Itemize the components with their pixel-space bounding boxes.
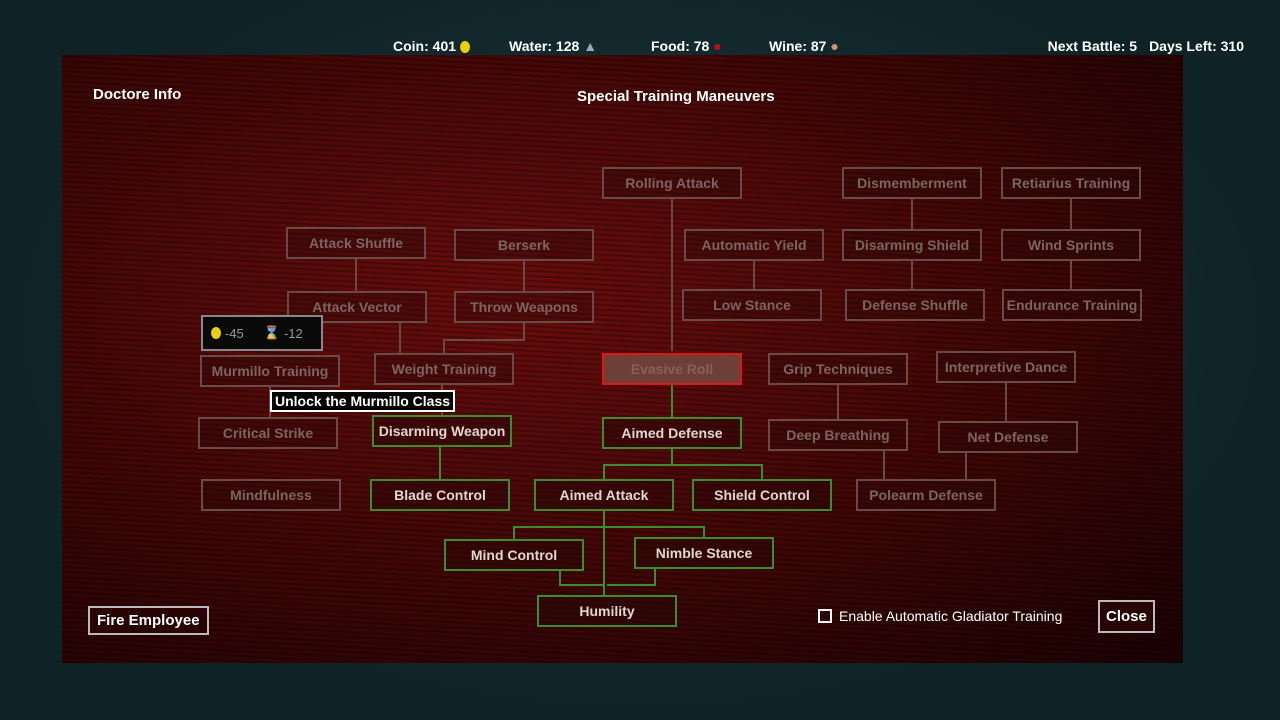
skill-node[interactable]: Endurance Training (1002, 289, 1142, 321)
water-bottle-icon: ▲ (583, 38, 598, 54)
panel-title: Special Training Maneuvers (577, 88, 775, 105)
battle-info: Next Battle: 5 Days Left: 310 (1048, 38, 1244, 54)
skill-node[interactable]: Weight Training (374, 353, 514, 385)
skill-node[interactable]: Aimed Attack (534, 479, 674, 511)
next-battle: Next Battle: 5 (1047, 38, 1138, 54)
time-cost: -12 (283, 325, 303, 341)
skill-node[interactable]: Berserk (454, 229, 594, 261)
close-button[interactable]: Close (1098, 600, 1155, 633)
apple-icon: ● (713, 38, 722, 54)
skill-node[interactable]: Dismemberment (842, 167, 982, 199)
hourglass-icon: ⌛ (263, 325, 280, 340)
days-left: Days Left: 310 (1149, 38, 1244, 54)
coin-counter: Coin: 401 (393, 38, 470, 54)
skill-node[interactable]: Grip Techniques (768, 353, 908, 385)
skill-node[interactable]: Shield Control (692, 479, 832, 511)
skill-node[interactable]: Disarming Shield (842, 229, 982, 261)
skill-node[interactable]: Murmillo Training (200, 355, 340, 387)
skill-node[interactable]: Humility (537, 595, 677, 627)
skill-node[interactable]: Mindfulness (201, 479, 341, 511)
water-counter: Water: 128 ▲ (509, 38, 598, 54)
auto-training-toggle[interactable]: Enable Automatic Gladiator Training (818, 608, 1062, 624)
auto-training-checkbox[interactable] (818, 609, 832, 623)
skill-node[interactable]: Polearm Defense (856, 479, 996, 511)
coin-cost: -45 (225, 325, 244, 341)
amphora-icon: ● (830, 38, 839, 54)
skill-node[interactable]: Net Defense (938, 421, 1078, 453)
skill-node[interactable]: Interpretive Dance (936, 351, 1076, 383)
skill-node[interactable]: Throw Weapons (454, 291, 594, 323)
coin-icon (459, 41, 470, 54)
skill-node[interactable]: Low Stance (682, 289, 822, 321)
auto-training-label: Enable Automatic Gladiator Training (839, 608, 1063, 624)
skill-node[interactable]: Deep Breathing (768, 419, 908, 451)
skill-node[interactable]: Aimed Defense (602, 417, 742, 449)
tooltip: Unlock the Murmillo Class (270, 390, 456, 412)
skill-node[interactable]: Nimble Stance (634, 537, 774, 569)
skill-node[interactable]: Evasive Roll (602, 353, 742, 385)
skill-node[interactable]: Automatic Yield (684, 229, 824, 261)
skill-node[interactable]: Critical Strike (198, 417, 338, 449)
skill-node[interactable]: Rolling Attack (602, 167, 742, 199)
coin-icon (211, 327, 221, 339)
skill-node[interactable]: Blade Control (370, 479, 510, 511)
fire-employee-button[interactable]: Fire Employee (88, 606, 209, 635)
skill-node[interactable]: Disarming Weapon (372, 415, 512, 447)
cost-popup: -45 ⌛-12 (201, 315, 323, 351)
wine-counter: Wine: 87 ● (769, 38, 839, 54)
food-counter: Food: 78 ● (651, 38, 722, 54)
skill-node[interactable]: Attack Shuffle (286, 227, 426, 259)
skill-node[interactable]: Wind Sprints (1001, 229, 1141, 261)
skill-node[interactable]: Mind Control (444, 539, 584, 571)
doctore-info-label: Doctore Info (93, 86, 182, 103)
skill-node[interactable]: Defense Shuffle (845, 289, 985, 321)
skill-node[interactable]: Retiarius Training (1001, 167, 1141, 199)
